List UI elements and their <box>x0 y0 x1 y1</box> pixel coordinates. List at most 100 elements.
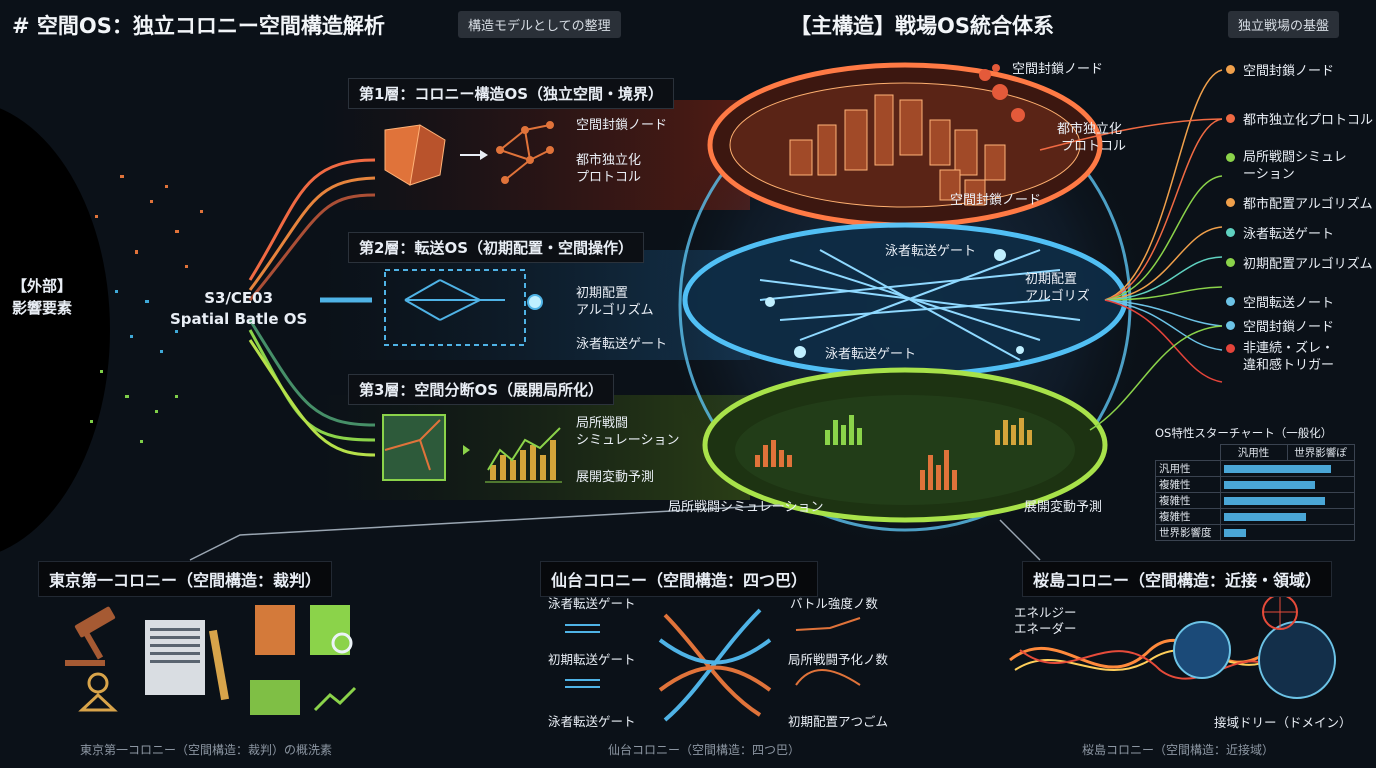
layer3-label-sim-1: 局所戦闘 <box>576 416 629 431</box>
legend-label: 泳者転送ゲート <box>1243 226 1335 242</box>
star-chart-header-row: 汎用性 世界影響ぽ <box>1156 444 1355 461</box>
external-factors-label: 【外部】 影響要素 <box>12 275 72 319</box>
star-chart-header: 世界影響ぽ <box>1286 444 1355 461</box>
legend-list: 空間封鎖ノード 都市独立化プロトコル 局所戦闘シミュレーション 都市配置アルゴリ… <box>1226 60 1373 374</box>
right-tag: 独立戦場の基盤 <box>1228 11 1340 38</box>
page-title: # 空間OS：独立コロニー空間構造解析 <box>12 14 385 38</box>
legend-item: 都市配置アルゴリズム <box>1226 193 1373 212</box>
star-chart-table: 汎用性 世界影響ぽ 汎用性 複雑性 複雑性 複雑性 世界影響度 <box>1155 444 1355 541</box>
legend-label: 空間封鎖ノード <box>1243 319 1335 335</box>
layer1-label-node: 空間封鎖ノード <box>576 118 668 133</box>
legend-label: 都市独立化プロトコル <box>1243 112 1374 128</box>
sakurajima-colony-title: 桜島コロニー（空間構造：近接・領域） <box>1022 561 1333 597</box>
legend-item: 都市独立化プロトコル <box>1226 109 1374 128</box>
layer1-label-protocol-2: プロトコル <box>576 170 642 185</box>
sendai-colony-caption: 仙台コロニー（空間構造：四つ巴） <box>608 743 801 757</box>
star-chart-row: 複雑性 <box>1155 476 1355 493</box>
sakurajima-label-2: エネーダー <box>1014 621 1077 636</box>
star-chart-row-label: 複雑性 <box>1155 492 1221 509</box>
star-chart-bar <box>1223 496 1326 505</box>
star-chart-row-label: 汎用性 <box>1155 460 1221 477</box>
legend-item: 初期配置アルゴリズム <box>1226 253 1373 272</box>
legend-item: 空間転送ノート <box>1226 292 1373 311</box>
legend-item: 空間封鎖ノード <box>1226 316 1373 335</box>
os-name-line1: S3/CE03 <box>204 289 274 307</box>
legend-label: 非連続・ズレ・ <box>1243 341 1335 356</box>
star-chart-bar <box>1223 480 1315 489</box>
legend-item: 非連続・ズレ・違和感トリガー <box>1226 340 1373 374</box>
sphere-top-node-label: 空間封鎖ノード <box>1012 62 1104 77</box>
sphere-predict-label: 展開変動予測 <box>1024 500 1103 515</box>
star-chart-bar <box>1223 512 1307 521</box>
sakurajima-icons <box>1009 594 1336 699</box>
legend-connectors <box>1039 69 1223 431</box>
legend-dot <box>1226 296 1235 306</box>
sphere-gate-bottom-label: 泳者転送ゲート <box>825 347 917 362</box>
sendai-label-left-2: 初期転送ゲート <box>548 652 636 667</box>
sendai-label-left-3: 泳者転送ゲート <box>548 714 636 729</box>
legend-label: 都市配置アルゴリズム <box>1243 196 1373 212</box>
sakurajima-label-1: エネルジー <box>1014 605 1077 620</box>
legend-dot <box>1226 227 1235 237</box>
star-chart-row: 複雑性 <box>1155 492 1355 509</box>
external-planet <box>0 108 110 552</box>
sendai-label-left-1: 泳者転送ゲート <box>548 596 636 611</box>
particle-field <box>95 175 203 268</box>
layer3-label-sim-2: シミュレーション <box>576 433 680 448</box>
legend-label: 空間転送ノート <box>1243 295 1335 311</box>
layer2-title: 第2層：転送OS（初期配置・空間操作） <box>348 232 644 263</box>
sphere-sim-label: 局所戦闘シミュレーション <box>668 500 824 515</box>
layer3-icons <box>382 414 562 483</box>
legend-label-line2: ーション <box>1243 167 1295 182</box>
legend-label-line2: 違和感トリガー <box>1243 358 1335 373</box>
legend-item: 局所戦闘シミュレーション <box>1226 149 1373 183</box>
tokyo-colony-title: 東京第一コロニー（空間構造：裁判） <box>38 561 333 597</box>
sphere-gate-top-label: 泳者転送ゲート <box>885 244 977 259</box>
sphere-algo-label-2: アルゴリズ <box>1025 289 1090 304</box>
transfer-arrows <box>759 249 1081 361</box>
sphere-protocol-label-2: プロトコル <box>1061 139 1127 154</box>
layer1-label-protocol-1: 都市独立化 <box>576 153 642 168</box>
sphere-charts <box>755 415 1032 490</box>
star-chart-row: 汎用性 <box>1155 460 1355 477</box>
sendai-label-right-2: 局所戦闘予化ノ数 <box>788 652 889 667</box>
legend-label: 初期配置アルゴリズム <box>1243 256 1373 272</box>
node-bubbles <box>979 64 1025 122</box>
city-blocks <box>789 94 1006 206</box>
sphere-protocol-label-1: 都市独立化 <box>1057 122 1123 137</box>
tokyo-icons <box>65 605 357 715</box>
layer3-label-predict: 展開変動予測 <box>576 470 655 485</box>
legend-dot <box>1226 257 1235 267</box>
center-title: 【主構造】戦場OS統合体系 <box>790 14 1054 38</box>
legend-dot <box>1226 197 1235 207</box>
external-label-line1: 【外部】 <box>12 277 73 295</box>
star-chart-bar <box>1223 528 1247 537</box>
sakurajima-colony-caption: 桜島コロニー（空間構造：近接域） <box>1082 743 1275 757</box>
sphere-inner-node-label: 空間封鎖ノード <box>950 193 1042 208</box>
sendai-colony-title: 仙台コロニー（空間構造：四つ巴） <box>540 561 819 597</box>
legend-label: 空間封鎖ノード <box>1243 63 1335 79</box>
legend-dot <box>1226 113 1235 123</box>
layer2-icons <box>384 269 543 346</box>
layer2-label-initial-2: アルゴリズム <box>576 303 654 318</box>
legend-item: 泳者転送ゲート <box>1226 223 1373 242</box>
star-chart-row: 世界影響度 <box>1155 524 1355 541</box>
sakurajima-label-3: 接域ドリー（ドメイン） <box>1214 715 1352 730</box>
star-chart-row-label: 複雑性 <box>1155 508 1221 525</box>
layer2-label-gate: 泳者転送ゲート <box>576 337 668 352</box>
sendai-label-right-3: 初期配置アつごム <box>788 714 889 729</box>
os-name-line2: Spatial Batle OS <box>170 310 308 328</box>
layer2-label-initial-1: 初期配置 <box>576 286 629 301</box>
layer1-icons <box>384 121 554 186</box>
layer3-title: 第3層：空間分断OS（展開局所化） <box>348 374 614 405</box>
star-chart: OS特性スターチャート（一般化） 汎用性 世界影響ぽ 汎用性 複雑性 複雑性 複… <box>1155 425 1355 541</box>
legend-item: 空間封鎖ノード <box>1226 60 1373 79</box>
star-chart-row: 複雑性 <box>1155 508 1355 525</box>
legend-label: 局所戦闘シミュレ <box>1243 150 1347 165</box>
sphere-algo-label-1: 初期配置 <box>1025 272 1078 287</box>
legend-dot <box>1226 320 1235 330</box>
star-chart-header: 汎用性 <box>1219 444 1288 461</box>
legend-dot <box>1226 64 1235 74</box>
os-name: S3/CE03 Spatial Batle OS <box>170 288 307 330</box>
tokyo-colony-caption: 東京第一コロニー（空間構造：裁判）の概洗素 <box>80 743 333 757</box>
